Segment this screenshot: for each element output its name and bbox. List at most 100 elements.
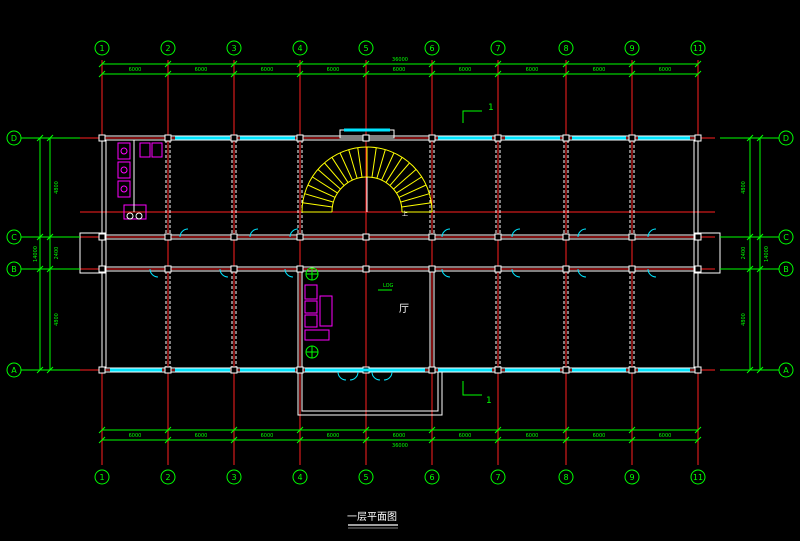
door-swing xyxy=(441,228,451,238)
dim-label-left: 4800 xyxy=(54,313,60,326)
toilet-stall xyxy=(139,142,151,158)
axis-bubble-left-label: B xyxy=(11,265,17,274)
dim-total-top: 36000 xyxy=(392,57,408,63)
axis-bubble-bottom-label: 3 xyxy=(231,473,236,482)
structural-column xyxy=(562,265,570,273)
room-partitions xyxy=(98,134,702,374)
structural-column xyxy=(628,134,636,142)
axis-bubble-right-label: C xyxy=(783,233,789,242)
axis-bubble-top-label: 6 xyxy=(429,44,434,53)
toilet-stall xyxy=(117,142,131,160)
entrance-porch xyxy=(297,372,443,416)
structural-column xyxy=(694,366,702,374)
stair-tread xyxy=(339,152,353,181)
axis-bubble-top xyxy=(160,40,176,56)
dim-tick xyxy=(428,426,436,434)
stair-tread xyxy=(389,162,410,186)
structural-column xyxy=(164,366,172,374)
structural-column xyxy=(296,366,304,374)
dim-label-top: 6000 xyxy=(659,67,672,73)
spiral-staircase xyxy=(301,146,433,213)
axis-bubble-top-label: 7 xyxy=(495,44,500,53)
toilet-fixtures xyxy=(117,140,163,220)
stair-up-label: 上 xyxy=(402,210,408,218)
structural-column xyxy=(230,265,238,273)
dim-label-left: 2400 xyxy=(54,247,60,260)
stair-tread xyxy=(393,169,417,190)
toilet-stall xyxy=(117,161,131,179)
entrance-door xyxy=(371,371,381,381)
axis-bubble-top xyxy=(690,40,706,56)
axis-bubble-top-label: 4 xyxy=(297,44,302,53)
axis-bubble-bottom-label: 5 xyxy=(363,473,368,482)
dim-label-top: 6000 xyxy=(129,67,142,73)
dim-total-bottom: 36000 xyxy=(392,443,408,449)
dim-tick xyxy=(296,436,304,444)
axis-bubble-top-label: 11 xyxy=(693,44,703,53)
door-swing xyxy=(289,228,299,238)
axis-bubble-top xyxy=(558,40,574,56)
structural-column xyxy=(164,233,172,241)
axis-bubble-top-label: 3 xyxy=(231,44,236,53)
structural-column xyxy=(694,134,702,142)
axis-bubble-top-label: 1 xyxy=(99,44,104,53)
structural-column xyxy=(694,233,702,241)
dimension-lines xyxy=(36,60,764,444)
dimension-labels: 6000600060006000600060006000600060006000… xyxy=(33,57,770,449)
section-mark-label-bottom: 1 xyxy=(486,396,492,406)
dim-tick xyxy=(694,426,702,434)
axis-bubble-bottom-label: 6 xyxy=(429,473,434,482)
washbasin xyxy=(126,212,134,220)
structural-column xyxy=(562,366,570,374)
dim-tick xyxy=(628,60,636,68)
axis-bubble-bottom-label: 7 xyxy=(495,473,500,482)
dim-label-bottom: 6000 xyxy=(129,433,142,439)
dim-label-bottom: 6000 xyxy=(393,433,406,439)
dim-tick xyxy=(562,436,570,444)
axis-bubble-top xyxy=(226,40,242,56)
room-label-lobby: 厅 xyxy=(399,304,409,315)
axis-bubble-top xyxy=(94,40,110,56)
axis-bubble-top xyxy=(424,40,440,56)
section-mark-bottom xyxy=(462,381,482,396)
stair-tread xyxy=(396,176,422,194)
door-swing xyxy=(577,268,587,278)
dim-tick xyxy=(362,60,370,68)
door-swing xyxy=(647,228,657,238)
section-marks xyxy=(462,110,482,396)
axis-bubble-left-label: C xyxy=(11,233,17,242)
dim-tick xyxy=(494,60,502,68)
coffee-table xyxy=(319,295,333,327)
structural-column xyxy=(494,366,502,374)
door-swing xyxy=(511,228,521,238)
dim-tick xyxy=(628,436,636,444)
structural-column xyxy=(230,366,238,374)
dim-tick xyxy=(230,60,238,68)
axis-bubble-bottom xyxy=(558,469,574,485)
axis-bubble-right-label: B xyxy=(783,265,789,274)
dim-tick xyxy=(494,70,502,78)
axis-bubble-bottom xyxy=(624,469,640,485)
dim-label-bottom: 6000 xyxy=(459,433,472,439)
dim-total-left: 14000 xyxy=(33,246,39,262)
dim-tick xyxy=(428,60,436,68)
axis-bubble-bottom xyxy=(160,469,176,485)
stair-tread xyxy=(385,157,403,183)
axis-bubble-top-label: 8 xyxy=(563,44,568,53)
structural-column xyxy=(428,265,436,273)
dim-label-top: 6000 xyxy=(459,67,472,73)
axis-bubble-top xyxy=(624,40,640,56)
stair-tread xyxy=(371,147,377,178)
structural-column xyxy=(296,233,304,241)
door-swing xyxy=(647,268,657,278)
structural-column xyxy=(98,265,106,273)
structural-column xyxy=(164,265,172,273)
stair-tread xyxy=(331,157,349,183)
axis-bubble-bottom-label: 1 xyxy=(99,473,104,482)
axis-bubble-bottom-label: 9 xyxy=(629,473,634,482)
axis-bubble-bottom-label: 4 xyxy=(297,473,302,482)
toilet-bowl xyxy=(120,166,128,174)
axis-bubble-bottom-label: 8 xyxy=(563,473,568,482)
axis-bubble-top-label: 2 xyxy=(165,44,170,53)
plants xyxy=(305,267,319,359)
